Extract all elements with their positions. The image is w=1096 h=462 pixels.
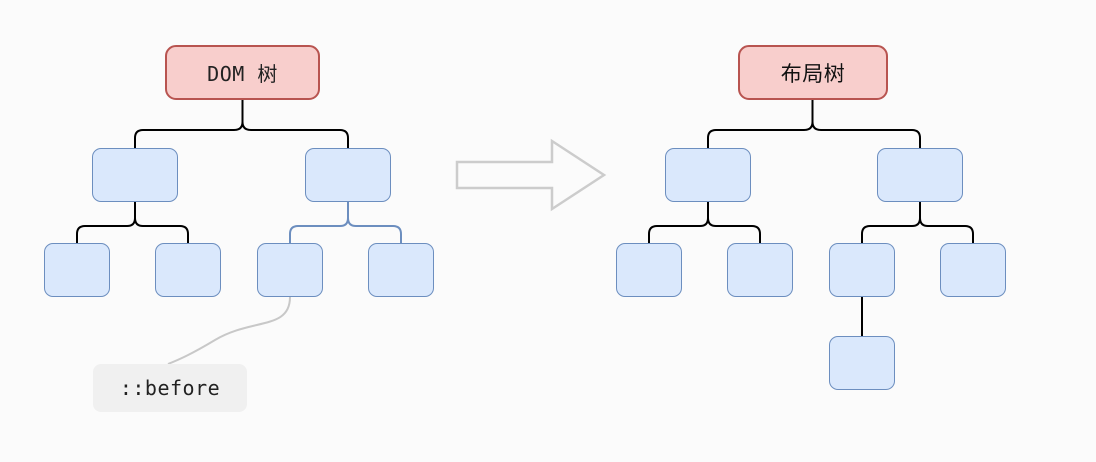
- layout-tree-before-node[interactable]: [829, 336, 895, 390]
- dom-tree-root-node[interactable]: DOM 树: [165, 45, 320, 100]
- connector-dom-l2a-to-leaf2: [134, 217, 189, 243]
- connector-dom-l2b-to-leaf4: [347, 217, 402, 243]
- layout-tree-level2-node-b[interactable]: [877, 148, 963, 202]
- connector-layout-root-to-l2b: [811, 121, 921, 148]
- dom-tree-leaf-node-4[interactable]: [368, 243, 434, 297]
- dom-tree-leaf-node-1[interactable]: [44, 243, 110, 297]
- dom-tree-level2-node-b[interactable]: [305, 148, 391, 202]
- transform-arrow-icon: [455, 138, 607, 212]
- connector-layout-l2b-to-leaf4: [919, 217, 974, 243]
- dom-tree-leaf-node-3[interactable]: [257, 243, 323, 297]
- dom-tree-leaf-node-2[interactable]: [155, 243, 221, 297]
- dom-tree-root-label: DOM 树: [207, 62, 278, 86]
- layout-tree-leaf-node-3[interactable]: [829, 243, 895, 297]
- pseudo-before-label-box[interactable]: ::before: [93, 364, 247, 412]
- layout-tree-leaf-node-4[interactable]: [940, 243, 1006, 297]
- connector-layout-root-to-l2a: [707, 121, 814, 148]
- layout-tree-leaf-node-2[interactable]: [727, 243, 793, 297]
- connector-pseudo-before-curve: [167, 296, 291, 365]
- connector-dom-l2a-to-leaf1: [76, 217, 136, 243]
- layout-tree-level2-node-a[interactable]: [665, 148, 751, 202]
- connector-layout-l2b-to-leaf3: [861, 217, 921, 243]
- connector-dom-root-to-l2b: [241, 121, 349, 148]
- connector-dom-root-to-l2a: [134, 121, 244, 148]
- dom-tree-level2-node-a[interactable]: [92, 148, 178, 202]
- layout-tree-leaf-node-1[interactable]: [616, 243, 682, 297]
- layout-tree-root-node[interactable]: 布局树: [738, 45, 888, 100]
- pseudo-before-label: ::before: [119, 376, 221, 400]
- connector-layout-l2a-to-leaf1: [648, 217, 709, 243]
- connector-dom-l2b-to-leaf3: [289, 217, 349, 243]
- connector-layout-l2a-to-leaf2: [707, 217, 761, 243]
- layout-tree-root-label: 布局树: [780, 61, 846, 86]
